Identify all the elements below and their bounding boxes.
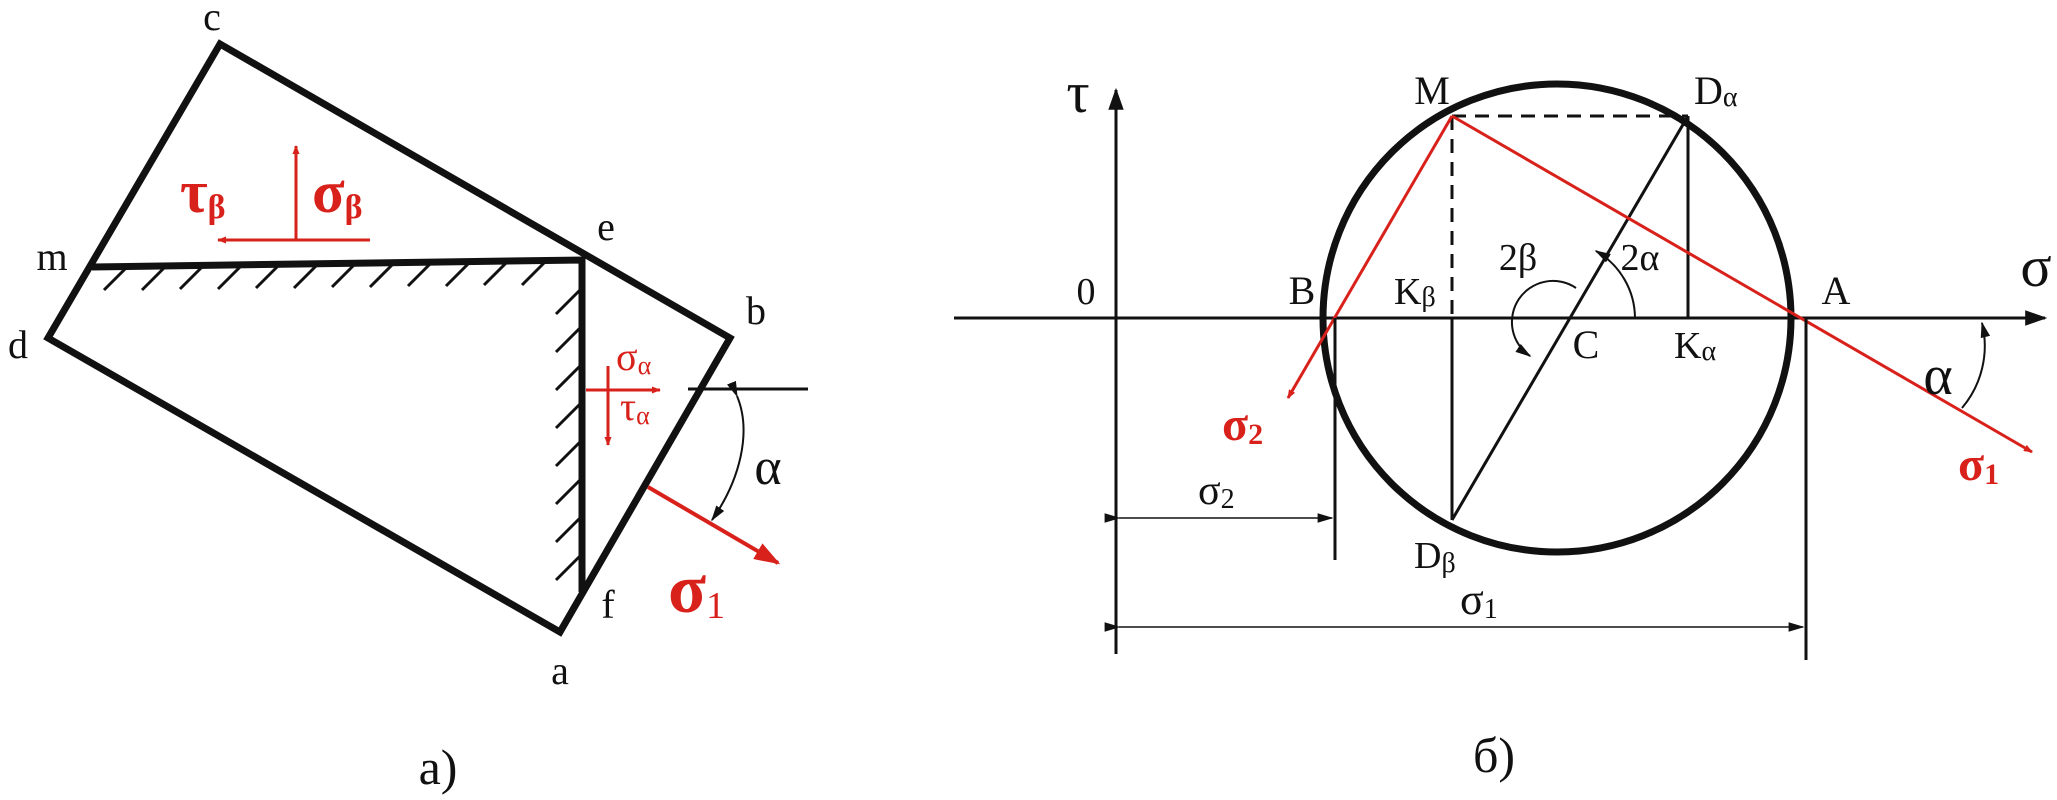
sigma-beta-label: σβ — [312, 159, 363, 226]
dim-sigma2-label: σ2 — [1198, 468, 1235, 515]
alpha-arc-b — [1961, 321, 1991, 409]
sigma-axis-label: σ — [2020, 234, 2051, 299]
angle-alpha-label: α — [754, 439, 781, 496]
panel-b-caption: б) — [1473, 727, 1515, 783]
point-c-label: C — [1573, 322, 1600, 367]
sigma1-arrow — [646, 485, 781, 565]
sigma2-principal-label: σ2 — [1222, 398, 1263, 451]
point-k-alpha-label: Kα — [1674, 325, 1716, 367]
mohr-circle — [1319, 80, 1795, 556]
point-b-label: B — [1289, 268, 1316, 313]
panel-b: τ σ 0 M Dα B A C Kβ Kα Dβ 2β 2α α σ1 σ2 … — [954, 60, 2052, 783]
sigma1-label: σ1 — [668, 551, 725, 628]
point-d-beta-label: Dβ — [1414, 535, 1456, 579]
alpha-label-b: α — [1923, 345, 1952, 407]
hatching-top — [102, 259, 548, 292]
point-a-label: A — [1822, 268, 1851, 313]
two-alpha-arc — [1594, 250, 1636, 319]
sigma1-principal-label: σ1 — [1958, 438, 1999, 491]
two-beta-label: 2β — [1499, 237, 1537, 279]
alpha-arc — [711, 380, 745, 522]
diameter-d-alpha-d-beta — [1450, 115, 1690, 521]
sigma2-direction-line — [1286, 115, 1454, 399]
vertex-label-d: d — [8, 322, 28, 367]
panel-a-caption: a) — [419, 739, 458, 795]
vertex-label-e: e — [597, 204, 615, 249]
hatching-right — [554, 288, 582, 582]
vertex-label-m: m — [36, 234, 67, 279]
tau-axis-label: τ — [1066, 60, 1089, 125]
two-beta-arc — [1510, 279, 1577, 357]
vertex-label-b: b — [746, 288, 766, 333]
point-k-beta-label: Kβ — [1394, 271, 1436, 313]
point-m-label: M — [1414, 68, 1450, 113]
tau-beta-label: τβ — [180, 159, 226, 226]
origin-label: 0 — [1077, 271, 1096, 313]
point-d-alpha-label: Dα — [1694, 68, 1738, 113]
panel-a: c m d e b f a τβ σβ σα τα σ1 α a) — [8, 0, 808, 795]
sigma1-direction-line — [1451, 114, 2033, 454]
two-alpha-label: 2α — [1621, 237, 1660, 279]
vertex-label-f: f — [601, 582, 615, 627]
tau-alpha-label: τα — [620, 384, 650, 430]
dim-sigma1-label: σ1 — [1460, 575, 1498, 625]
element-outline — [43, 39, 735, 637]
section-cut-line — [91, 256, 586, 592]
vertex-label-a: a — [551, 648, 569, 693]
sigma-alpha-label: σα — [616, 334, 652, 380]
vertex-label-c: c — [203, 0, 221, 39]
